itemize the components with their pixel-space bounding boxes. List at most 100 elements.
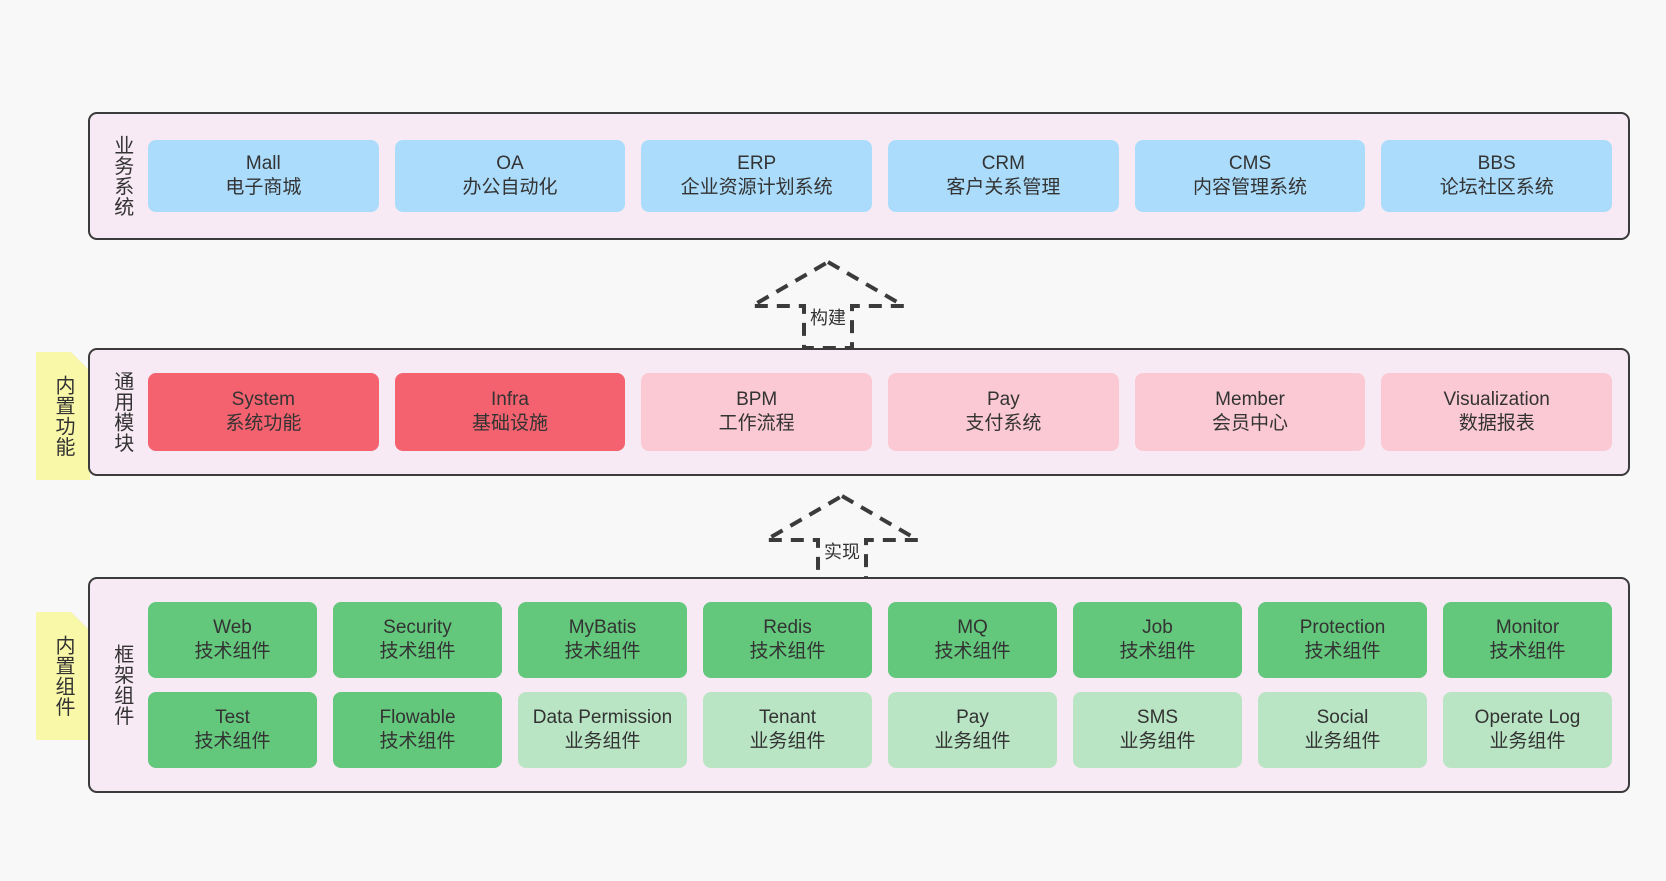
node-title-en: CRM [981,153,1025,175]
node-title-en: Web [213,617,252,639]
node-erp[interactable]: ERP 企业资源计划系统 [641,140,873,212]
node-test[interactable]: Test 技术组件 [148,692,317,768]
node-title-cn: 业务组件 [749,731,826,752]
node-bpm[interactable]: BPM 工作流程 [641,373,873,451]
node-title-en: SMS [1136,707,1179,729]
node-title-en: Mall [245,153,281,175]
node-title-cn: 技术组件 [194,641,271,662]
node-title-en: MQ [957,617,988,639]
node-title-en: Redis [763,617,812,639]
node-title-cn: 业务组件 [564,731,641,752]
node-title-en: Social [1316,707,1369,729]
node-oa[interactable]: OA 办公自动化 [394,140,626,212]
node-title-cn: 企业资源计划系统 [680,177,833,198]
common-row: System 系统功能 Infra 基础设施 BPM 工作流程 Pay 支付系统… [148,373,1613,451]
node-mall[interactable]: Mall 电子商城 [148,140,379,212]
node-title-cn: 技术组件 [194,731,271,752]
node-title-en: Visualization [1443,389,1550,411]
node-title-en: MyBatis [568,617,637,639]
node-protection[interactable]: Protection 技术组件 [1258,602,1427,678]
node-title-en: Data Permission [532,707,673,729]
node-visualization[interactable]: Visualization 数据报表 [1381,373,1613,451]
node-flowable[interactable]: Flowable 技术组件 [333,692,502,768]
layer-business-system[interactable]: 业务系统 Mall 电子商城 OA 办公自动化 ERP 企业资源计划系统 CRM… [88,112,1630,240]
node-title-en: Job [1142,617,1173,639]
node-data-permission[interactable]: Data Permission 业务组件 [518,692,687,768]
business-row: Mall 电子商城 OA 办公自动化 ERP 企业资源计划系统 CRM 客户关系… [148,140,1613,212]
node-title-cn: 技术组件 [749,641,826,662]
node-title-cn: 业务组件 [934,731,1011,752]
note-builtin-components: 内置组件 [36,612,90,740]
node-title-en: BPM [736,389,778,411]
node-member[interactable]: Member 会员中心 [1134,373,1366,451]
layer-business-body: Mall 电子商城 OA 办公自动化 ERP 企业资源计划系统 CRM 客户关系… [144,122,1618,230]
note-builtin-components-label: 内置组件 [52,635,74,717]
connector-build: 构建 [744,258,912,350]
node-sms[interactable]: SMS 业务组件 [1073,692,1242,768]
node-title-cn: 办公自动化 [462,177,558,198]
node-web[interactable]: Web 技术组件 [148,602,317,678]
node-title-en: System [231,389,296,411]
node-title-en: Monitor [1495,617,1560,639]
node-title-cn: 数据报表 [1458,413,1535,434]
node-title-en: Member [1215,389,1285,411]
node-title-cn: 业务组件 [1304,731,1381,752]
node-title-en: ERP [737,153,777,175]
node-title-cn: 技术组件 [379,731,456,752]
layer-common-module[interactable]: 通用模块 System 系统功能 Infra 基础设施 BPM 工作流程 Pay… [88,348,1630,476]
node-title-cn: 业务组件 [1489,731,1566,752]
node-bbs[interactable]: BBS 论坛社区系统 [1381,140,1613,212]
layer-framework-component[interactable]: 框架组件 Web 技术组件 Security 技术组件 MyBatis 技术组件… [88,577,1630,793]
node-redis[interactable]: Redis 技术组件 [703,602,872,678]
node-title-en: Operate Log [1474,707,1581,729]
layer-framework-title: 框架组件 [110,644,133,726]
node-title-cn: 基础设施 [472,413,549,434]
node-cms[interactable]: CMS 内容管理系统 [1134,140,1366,212]
node-title-cn: 客户关系管理 [946,177,1061,198]
node-title-cn: 技术组件 [379,641,456,662]
layer-common-title: 通用模块 [110,371,133,453]
connector-implement-shape [758,493,926,584]
node-title-cn: 技术组件 [1489,641,1566,662]
node-mybatis[interactable]: MyBatis 技术组件 [518,602,687,678]
layer-business-title: 业务系统 [110,135,133,217]
node-operate-log[interactable]: Operate Log 业务组件 [1443,692,1612,768]
node-tenant[interactable]: Tenant 业务组件 [703,692,872,768]
node-title-cn: 支付系统 [965,413,1042,434]
node-title-cn: 会员中心 [1212,413,1289,434]
node-monitor[interactable]: Monitor 技术组件 [1443,602,1612,678]
node-title-cn: 技术组件 [1119,641,1196,662]
node-pay-component[interactable]: Pay 业务组件 [888,692,1057,768]
node-title-en: BBS [1477,153,1516,175]
node-social[interactable]: Social 业务组件 [1258,692,1427,768]
connector-implement: 实现 [758,492,926,584]
node-infra[interactable]: Infra 基础设施 [394,373,626,451]
node-security[interactable]: Security 技术组件 [333,602,502,678]
node-job[interactable]: Job 技术组件 [1073,602,1242,678]
node-title-cn: 论坛社区系统 [1439,177,1554,198]
node-title-cn: 技术组件 [564,641,641,662]
node-title-cn: 技术组件 [1304,641,1381,662]
connector-build-shape [744,259,912,350]
node-title-en: Tenant [758,707,817,729]
note-builtin-features: 内置功能 [36,352,90,480]
node-title-en: OA [496,153,524,175]
layer-common-body: System 系统功能 Infra 基础设施 BPM 工作流程 Pay 支付系统… [144,358,1618,466]
node-title-en: Test [215,707,250,729]
note-builtin-features-label: 内置功能 [52,375,74,457]
node-title-en: CMS [1228,153,1272,175]
layer-framework-body: Web 技术组件 Security 技术组件 MyBatis 技术组件 Redi… [144,587,1618,783]
node-pay[interactable]: Pay 支付系统 [888,373,1119,451]
node-title-cn: 电子商城 [225,177,302,198]
node-system[interactable]: System 系统功能 [148,373,379,451]
node-title-en: Infra [490,389,530,411]
node-title-en: Pay [986,389,1020,411]
node-title-cn: 工作流程 [718,413,795,434]
node-crm[interactable]: CRM 客户关系管理 [888,140,1119,212]
node-title-cn: 内容管理系统 [1193,177,1308,198]
node-title-en: Pay [956,707,989,729]
node-title-en: Protection [1299,617,1386,639]
node-mq[interactable]: MQ 技术组件 [888,602,1057,678]
node-title-en: Security [383,617,452,639]
